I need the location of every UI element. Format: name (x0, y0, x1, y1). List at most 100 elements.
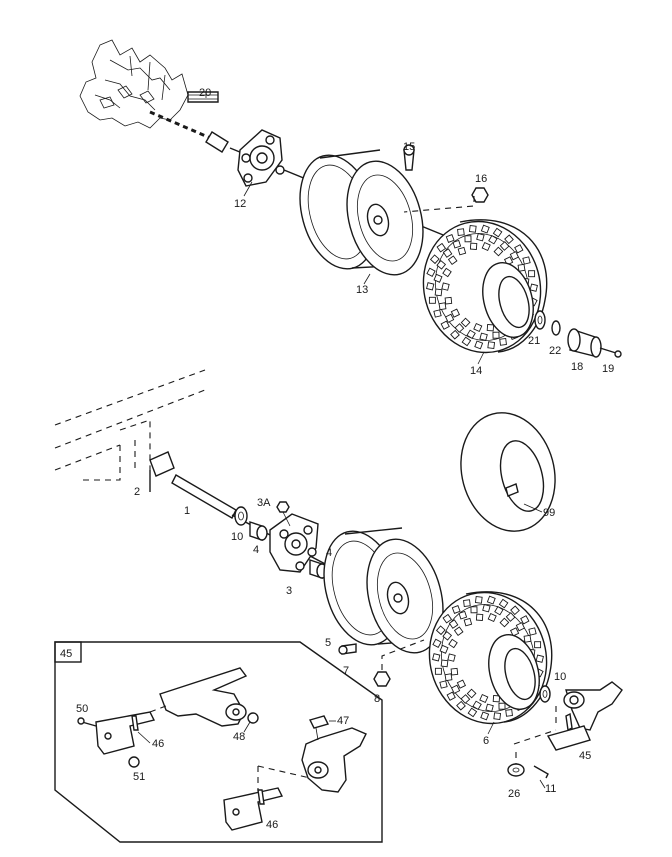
tread-block (457, 246, 467, 256)
label-47: 47 (337, 715, 349, 727)
tread-block (440, 659, 449, 668)
tread-block (441, 282, 450, 291)
label-20: 20 (199, 87, 211, 99)
label-46a: 46 (152, 738, 164, 750)
nut-3A (276, 501, 290, 513)
tread-block (464, 235, 472, 243)
tread-block (534, 641, 542, 649)
tread-block (479, 693, 489, 704)
label-19: 19 (602, 363, 614, 375)
tread-block (480, 224, 490, 234)
leader-16 (403, 196, 475, 213)
tread-block (447, 653, 456, 662)
label-8: 8 (374, 693, 380, 705)
tread-block (442, 613, 453, 624)
label-18: 18 (571, 361, 583, 373)
tread-block (486, 324, 495, 332)
tread-block (429, 254, 440, 265)
tread-block (472, 700, 482, 711)
washer-21 (534, 310, 546, 330)
leader-8 (381, 639, 425, 670)
tread-block (509, 251, 520, 261)
washer-26 (507, 763, 525, 777)
tread-block (439, 680, 448, 689)
label-5: 5 (325, 637, 331, 649)
tread-block (520, 615, 530, 625)
inset-nut-51 (128, 756, 140, 768)
tread-block (438, 302, 447, 311)
tread-block (528, 270, 536, 278)
label-13: 13 (356, 284, 368, 296)
tread-block (485, 703, 494, 713)
tread-block (456, 679, 467, 689)
label-14: 14 (470, 365, 482, 377)
valve-15 (403, 144, 415, 171)
inset-bolt-50 (77, 717, 97, 727)
tread-block (475, 613, 484, 621)
tread-block (444, 673, 453, 682)
tread-block (466, 688, 477, 699)
bolt-19 (599, 347, 617, 354)
tread-block (469, 242, 478, 250)
tread-block (444, 313, 455, 323)
tread-block (458, 610, 468, 620)
tread-block (463, 599, 471, 607)
frame-upper (79, 39, 189, 129)
tread-block (467, 707, 478, 718)
tread-block (474, 340, 484, 350)
label-48: 48 (233, 731, 245, 743)
tread-block (517, 263, 526, 272)
tread-block (522, 256, 531, 265)
tube-99 (460, 412, 556, 532)
label-6: 6 (483, 735, 489, 747)
tread-block (440, 320, 450, 330)
tread-block (488, 234, 498, 245)
tread-block (499, 338, 507, 346)
tread-block (498, 598, 509, 609)
label-22: 22 (549, 345, 561, 357)
hub-3 (269, 513, 319, 573)
frame-lower (54, 369, 206, 481)
label-2: 2 (134, 486, 140, 498)
inset-title-45: 45 (60, 648, 72, 660)
tread-block (494, 605, 504, 616)
bracket-45 (546, 681, 623, 751)
tread-block (426, 267, 436, 277)
tread-block (456, 700, 466, 711)
label-10b: 10 (554, 671, 566, 683)
tread-block (444, 296, 453, 305)
inset-plate-46b (223, 787, 284, 831)
tread-block (452, 239, 462, 249)
pin-11 (533, 765, 549, 779)
callout-labels: 20 12 15 16 13 14 21 22 18 19 2 1 3A 10 … (60, 87, 614, 831)
tread-block (460, 317, 471, 328)
tread-block (439, 644, 449, 654)
tread-block (481, 241, 491, 252)
tread-block (468, 225, 477, 233)
hub-12 (237, 129, 285, 187)
ring-22 (551, 320, 561, 336)
inset-leader-46a (149, 705, 167, 713)
label-26: 26 (508, 788, 520, 800)
inset-arm-bottom (301, 727, 367, 793)
washer-10a (234, 506, 248, 526)
tread-block (457, 228, 465, 236)
tread-block (509, 627, 520, 637)
inset-leader-46b (257, 765, 311, 792)
rim-13 (299, 149, 424, 276)
tread-block (436, 259, 447, 270)
axle-1 (149, 451, 471, 641)
inset-45-panel (54, 641, 383, 843)
tread-block (510, 605, 520, 616)
tread-block (493, 712, 502, 720)
tread-block (505, 612, 516, 622)
label-3A: 3A (257, 497, 271, 509)
tread-block (445, 234, 455, 243)
bushing-4b (309, 559, 328, 579)
label-3: 3 (286, 585, 292, 597)
inset-bushing-48 (247, 712, 259, 724)
tread-block (434, 667, 442, 675)
tread-block (466, 329, 476, 340)
tread-block (514, 244, 524, 254)
